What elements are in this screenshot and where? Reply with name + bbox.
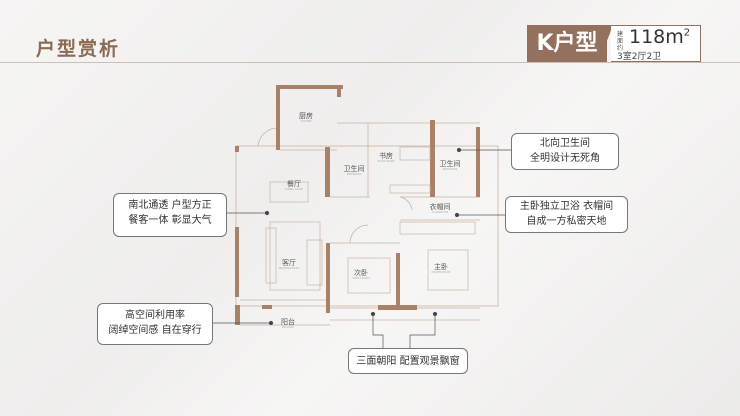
unit-rooms: 3室2厅2卫 [617, 52, 662, 62]
page-title: 户型赏析 [36, 38, 121, 60]
callout-text: 自成一方私密天地 [526, 216, 607, 227]
room-bathroom-1: 卫生间 [344, 164, 365, 173]
unit-area: 118m2 [629, 26, 690, 48]
room-kitchen: 厨房 [299, 111, 313, 120]
room-study-en: STUDY ROOM [378, 159, 395, 163]
thin-walls [235, 122, 499, 326]
callout-text: 主卧独立卫浴 衣帽间 [519, 201, 614, 212]
area-label: 建面约 [617, 31, 624, 52]
area-value: 118m [629, 26, 684, 48]
area-unit-sup: 2 [683, 27, 691, 39]
room-bathroom-2: 卫生间 [440, 159, 461, 168]
callout-sunlight: 三面朝阳 配置观景飘窗 [348, 348, 468, 374]
callout-text: 南北通透 户型方正 [128, 200, 212, 211]
callout-text: 全明设计无死角 [530, 153, 600, 164]
room-bathroom-2-en: BATHROOM [443, 167, 457, 171]
callout-text: 阔绰空间感 自在穿行 [108, 325, 202, 336]
callout-text: 高空间利用率 [125, 310, 185, 321]
room-balcony: 阳台 [281, 317, 295, 326]
callout-text: 北向卫生间 [540, 138, 590, 149]
room-guest-bedroom: 次卧 [354, 268, 368, 277]
callout-space-utilization: 高空间利用率 阔绰空间感 自在穿行 [97, 303, 213, 345]
room-cloakroom: 衣帽间 [430, 202, 451, 211]
callout-north-bathroom: 北向卫生间 全明设计无死角 [511, 133, 619, 170]
room-guest-bedroom-en: GUEST ROOM [352, 276, 369, 280]
room-master-bedroom-en: MASTER ROOM [432, 270, 451, 274]
room-dining-en: DINING ROOM [285, 187, 303, 191]
callout-lines [213, 147, 511, 348]
divider [0, 62, 740, 63]
callout-text: 餐客一体 彰显大气 [128, 215, 212, 226]
room-bathroom-1-en: BATHROOM [347, 172, 361, 176]
unit-name: K户型 [527, 25, 607, 62]
room-living: 客厅 [282, 258, 296, 267]
unit-type-tag: K户型 建面约 118m2 3室2厅2卫 [527, 25, 701, 62]
callout-text: 三面朝阳 配置观景飘窗 [356, 356, 460, 367]
furniture [265, 146, 476, 294]
tag-decoration [599, 25, 613, 62]
room-study: 书房 [379, 151, 393, 160]
callout-master-suite: 主卧独立卫浴 衣帽间 自成一方私密天地 [505, 196, 628, 233]
thick-walls [235, 85, 480, 325]
room-balcony-en: BALCONY [282, 325, 294, 329]
room-dining: 餐厅 [287, 179, 301, 188]
room-master-bedroom: 主卧 [434, 262, 448, 271]
room-cloakroom-en: CLOAKROOM [432, 210, 448, 214]
room-living-en: DRAWING ROOM [279, 266, 300, 270]
room-kitchen-en: KITCHEN [301, 119, 312, 123]
unit-info: 建面约 118m2 3室2厅2卫 [611, 25, 701, 62]
room-labels: 厨房 KITCHEN 书房 STUDY ROOM 卫生间 BATHROOM 卫生… [279, 111, 461, 329]
callout-ventilation: 南北通透 户型方正 餐客一体 彰显大气 [113, 193, 227, 237]
